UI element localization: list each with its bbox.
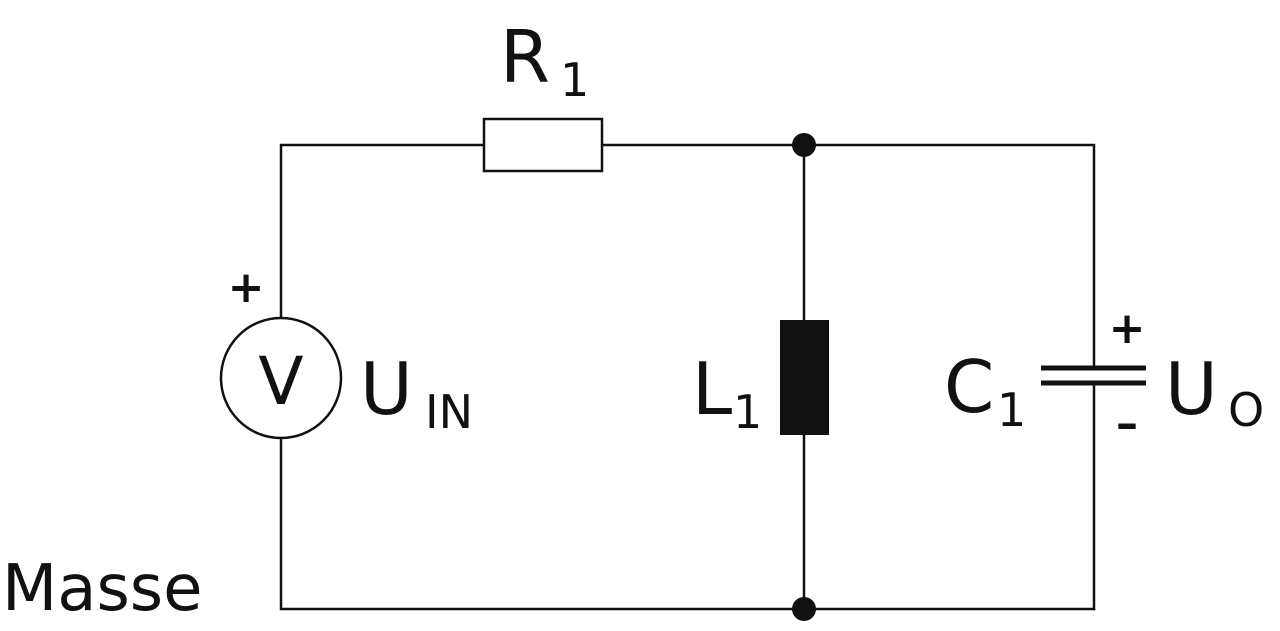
resistor-label: R — [500, 15, 550, 99]
resistor-r1 — [482, 117, 604, 173]
junction-node-bottom — [792, 597, 816, 621]
input-voltage-subscript: IN — [425, 385, 473, 439]
voltage-source-symbol — [219, 316, 343, 440]
inductor-l1 — [780, 320, 829, 435]
capacitor-plus-sign: + — [1109, 303, 1146, 354]
ground-label: Masse — [2, 552, 203, 626]
wire-bottom — [279, 436, 1096, 611]
output-voltage-label: U — [1165, 347, 1218, 431]
capacitor-subscript: 1 — [997, 383, 1026, 437]
wire-top-left — [279, 143, 486, 320]
capacitor-minus-sign: – — [1116, 398, 1138, 449]
wire-top-right — [600, 143, 1096, 370]
output-voltage-subscript: O — [1228, 383, 1264, 437]
inductor-label: L — [692, 347, 732, 431]
junction-node-top — [792, 133, 816, 157]
voltage-source-letter: V — [258, 343, 303, 420]
inductor-subscript: 1 — [733, 385, 762, 439]
input-voltage-label: U — [360, 347, 413, 431]
source-plus-sign: + — [228, 262, 265, 313]
capacitor-label: C — [944, 345, 994, 429]
resistor-subscript: 1 — [560, 53, 589, 107]
